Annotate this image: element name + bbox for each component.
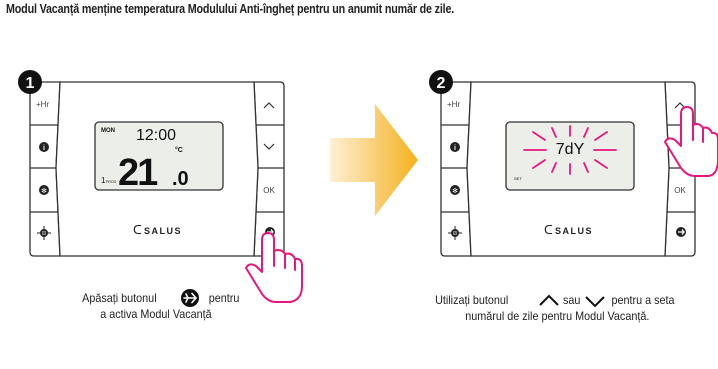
svg-text:✻: ✻ bbox=[452, 187, 458, 195]
chevron-down-icon[interactable] bbox=[263, 143, 275, 150]
ok-button-2[interactable]: OK bbox=[674, 186, 686, 195]
sun-icon-2[interactable] bbox=[448, 226, 462, 240]
caption-1-line1-after: pentru bbox=[208, 291, 240, 305]
step-badge-1: 1 bbox=[18, 70, 42, 94]
caption-2-line2: numărul de zile pentru Modul Vacanță. bbox=[465, 309, 650, 323]
snowflake-icon-2[interactable]: ✻ bbox=[450, 185, 460, 195]
caption-2-part-c: pentru a seta bbox=[611, 293, 675, 307]
airplane-icon bbox=[181, 289, 199, 307]
svg-text:2: 2 bbox=[437, 75, 446, 92]
salus-logo-2: ᑕ SALUS bbox=[544, 223, 593, 237]
svg-text:✻: ✻ bbox=[41, 187, 47, 195]
chevron-up-icon[interactable] bbox=[263, 102, 275, 109]
pointing-hand-icon bbox=[245, 232, 303, 303]
caption-2-part-b: sau bbox=[562, 293, 581, 307]
svg-text:ᑕ: ᑕ bbox=[544, 223, 553, 237]
lcd-set-label: SET bbox=[514, 176, 522, 181]
step-badge-2: 2 bbox=[429, 70, 453, 94]
snowflake-icon[interactable]: ✻ bbox=[39, 185, 49, 195]
intro-text: Modul Vacanță menține temperatura Modulu… bbox=[6, 2, 455, 16]
caption-1-line2: a activa Modul Vacanță bbox=[100, 307, 212, 321]
plus-hr-button[interactable]: +Hr bbox=[36, 100, 49, 109]
lcd-screen-1 bbox=[94, 121, 224, 191]
lcd-days-display: 7dY bbox=[556, 141, 585, 158]
lcd-time: 12:00 bbox=[136, 127, 176, 144]
svg-text:ᑕ: ᑕ bbox=[133, 223, 142, 237]
lcd-prog-number: 1 bbox=[101, 176, 106, 185]
thermostat-1 bbox=[29, 81, 285, 257]
chevron-up-icon-caption bbox=[539, 294, 559, 306]
lcd-prog-label: PROG bbox=[106, 180, 117, 184]
airplane-button-icon-2[interactable] bbox=[676, 227, 686, 237]
caption-1-line1-before: Apăsați butonul bbox=[82, 291, 157, 305]
lcd-temperature-decimal: .0 bbox=[172, 168, 189, 190]
svg-text:1: 1 bbox=[26, 75, 35, 92]
lcd-day: MON bbox=[101, 128, 115, 134]
info-button-2[interactable]: i bbox=[450, 142, 460, 152]
lcd-temperature: 21 bbox=[118, 152, 158, 194]
svg-text:SALUS: SALUS bbox=[555, 226, 593, 236]
sun-icon[interactable] bbox=[37, 226, 51, 240]
next-step-arrow bbox=[330, 104, 418, 216]
ok-button[interactable]: OK bbox=[263, 186, 275, 195]
flash-rays bbox=[523, 125, 617, 175]
svg-text:i: i bbox=[454, 145, 456, 152]
chevron-down-icon-caption bbox=[585, 296, 605, 308]
lcd-unit: °C bbox=[175, 146, 183, 154]
plus-hr-button-2[interactable]: +Hr bbox=[447, 100, 460, 109]
lcd-screen-2 bbox=[505, 121, 635, 191]
svg-text:SALUS: SALUS bbox=[144, 226, 182, 236]
info-button[interactable]: i bbox=[39, 142, 49, 152]
caption-2-part-a: Utilizați butonul bbox=[435, 293, 509, 307]
salus-logo: ᑕ SALUS bbox=[133, 223, 182, 237]
svg-text:i: i bbox=[43, 145, 45, 152]
chevron-up-icon-2[interactable] bbox=[674, 102, 686, 109]
pointing-hand-icon-2 bbox=[664, 106, 718, 177]
